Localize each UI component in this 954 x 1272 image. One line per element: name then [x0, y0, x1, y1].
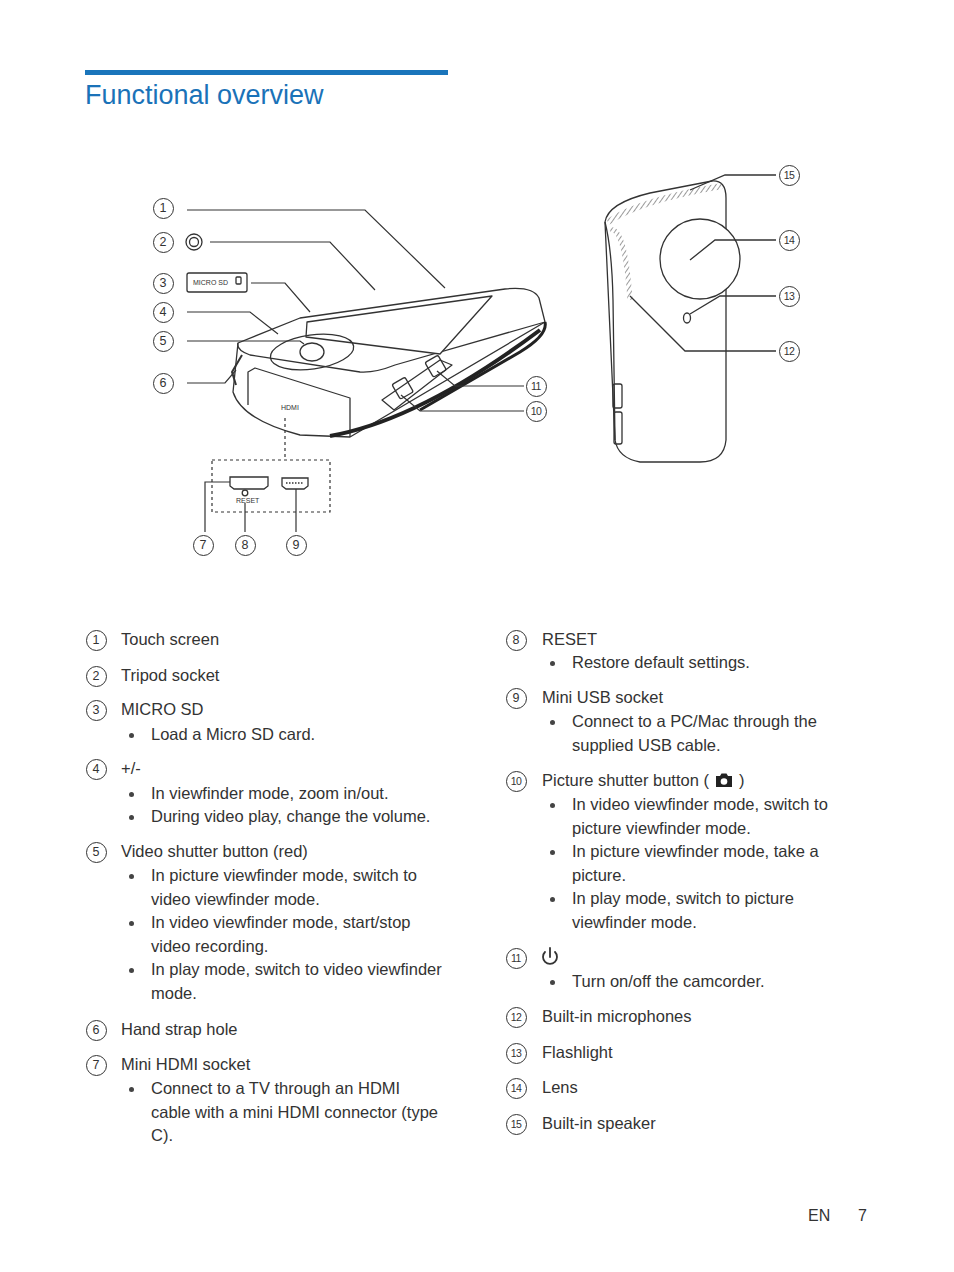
- printed-marking: HDMI: [281, 404, 299, 412]
- item-name: Lens: [542, 1076, 578, 1100]
- callout-number: 14: [779, 230, 800, 251]
- callout-number: 10: [526, 401, 547, 422]
- bullet-text: In viewfinder mode, zoom in/out.: [151, 782, 446, 806]
- callout-number: 13: [779, 286, 800, 307]
- bullet-dot: [550, 720, 555, 725]
- callout-number: 5: [153, 331, 174, 352]
- callout-number: 11: [506, 948, 527, 969]
- callout-number: 5: [86, 842, 107, 863]
- power-icon: [543, 948, 557, 964]
- callout-number: 9: [506, 688, 527, 709]
- callout-number: 4: [86, 759, 107, 780]
- bullet-text: In play mode, switch to video viewfinder…: [151, 958, 446, 1005]
- item-name: Video shutter button (red): [121, 840, 308, 864]
- callout-number: 8: [506, 630, 527, 651]
- bullet-dot: [550, 980, 555, 985]
- item-name: Built-in speaker: [542, 1112, 656, 1136]
- callout-number: 6: [153, 373, 174, 394]
- bullet-text: In play mode, switch to picture viewfind…: [572, 887, 857, 934]
- callout-number: 15: [506, 1114, 527, 1135]
- bullet-text: Restore default settings.: [572, 651, 857, 675]
- camera-icon: [715, 772, 733, 788]
- callout-number: 6: [86, 1020, 107, 1041]
- bullet-text: In picture viewfinder mode, switch to vi…: [151, 864, 446, 911]
- printed-marking: MICRO SD: [193, 279, 228, 287]
- item-name: Flashlight: [542, 1041, 613, 1065]
- item-name: Touch screen: [121, 628, 219, 652]
- callout-number: 1: [86, 630, 107, 651]
- item-name: ): [739, 769, 745, 793]
- item-name: Picture shutter button (: [542, 769, 709, 793]
- callout-number: 3: [153, 273, 174, 294]
- callout-number: 7: [193, 535, 214, 556]
- item-name: RESET: [542, 628, 597, 652]
- bullet-dot: [550, 897, 555, 902]
- page-footer: 7: [858, 1206, 867, 1226]
- item-name: Tripod socket: [121, 664, 219, 688]
- item-name: Hand strap hole: [121, 1018, 238, 1042]
- bullet-dot: [550, 661, 555, 666]
- callout-number: 3: [86, 700, 107, 721]
- callout-number: 11: [526, 376, 547, 397]
- callout-number: 15: [779, 165, 800, 186]
- callout-number: 2: [153, 232, 174, 253]
- callout-number: 1: [153, 198, 174, 219]
- bullet-dot: [129, 792, 134, 797]
- callout-number: 2: [86, 666, 107, 687]
- page-footer: EN: [808, 1206, 830, 1226]
- callout-number: 13: [506, 1043, 527, 1064]
- bullet-dot: [129, 921, 134, 926]
- bullet-text: In picture viewfinder mode, take a pictu…: [572, 840, 857, 887]
- callout-number: 8: [235, 535, 256, 556]
- bullet-dot: [129, 733, 134, 738]
- title-bar: [85, 70, 448, 75]
- callout-number: 12: [506, 1007, 527, 1028]
- bullet-text: In video viewfinder mode, start/stop vid…: [151, 911, 446, 958]
- callout-number: 12: [779, 341, 800, 362]
- bullet-dot: [129, 815, 134, 820]
- printed-marking: RESET: [236, 497, 259, 505]
- item-name: MICRO SD: [121, 698, 204, 722]
- bullet-dot: [129, 874, 134, 879]
- bullet-dot: [129, 1087, 134, 1092]
- item-name: +/-: [121, 757, 141, 781]
- callout-number: 10: [506, 771, 527, 792]
- callout-number: 9: [286, 535, 307, 556]
- bullet-dot: [550, 803, 555, 808]
- item-name: Built-in microphones: [542, 1005, 691, 1029]
- bullet-text: Turn on/off the camcorder.: [572, 970, 857, 994]
- bullet-text: Load a Micro SD card.: [151, 723, 446, 747]
- callout-number: 4: [153, 302, 174, 323]
- callout-number: 14: [506, 1078, 527, 1099]
- bullet-text: During video play, change the volume.: [151, 805, 446, 829]
- item-name: Mini USB socket: [542, 686, 663, 710]
- bullet-text: Connect to a PC/Mac through the supplied…: [572, 710, 857, 757]
- bullet-text: Connect to a TV through an HDMI cable wi…: [151, 1077, 441, 1148]
- item-name: Mini HDMI socket: [121, 1053, 250, 1077]
- bullet-text: In video viewfinder mode, switch to pict…: [572, 793, 857, 840]
- callout-number: 7: [86, 1055, 107, 1076]
- page-title: Functional overview: [85, 79, 324, 111]
- bullet-dot: [129, 968, 134, 973]
- bullet-dot: [550, 850, 555, 855]
